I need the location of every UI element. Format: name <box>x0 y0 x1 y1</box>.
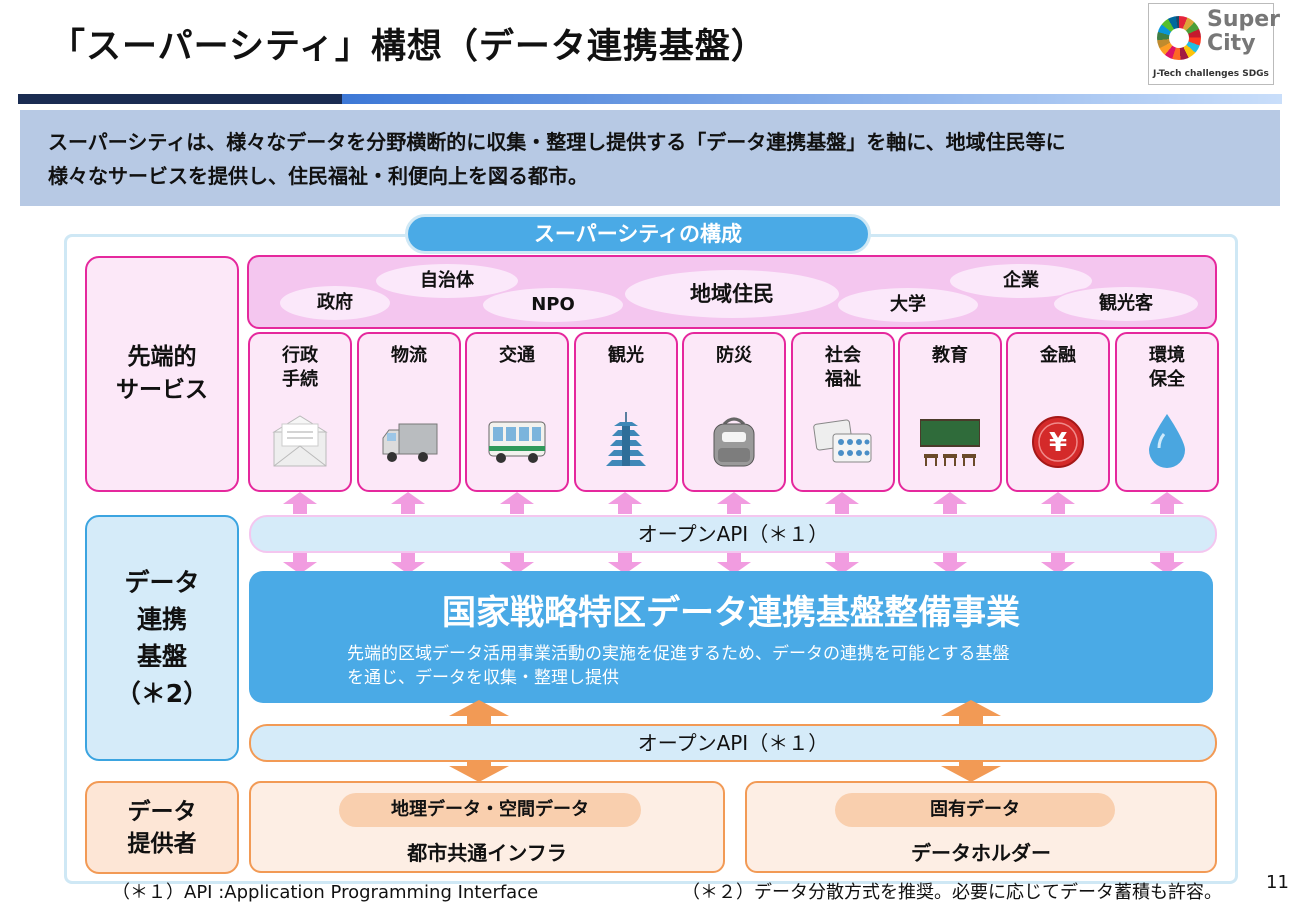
service-disaster-prevention: 防災 <box>682 332 786 492</box>
bus-icon <box>488 421 546 463</box>
actor-university: 大学 <box>836 286 980 324</box>
providers-label-box: データ提供者 <box>85 781 239 874</box>
service-education: 教育 <box>898 332 1002 492</box>
platform-label-box: データ連携基盤 （＊2） <box>85 515 239 761</box>
service-environment: 環境保全 <box>1115 332 1219 492</box>
services-label-line: サービス <box>116 377 208 403</box>
platform-label-line: 基盤 <box>136 642 187 671</box>
service-label: 手続 <box>282 369 318 390</box>
water-drop-icon <box>1149 414 1185 468</box>
svg-text:¥: ¥ <box>1049 428 1067 458</box>
intro-box: スーパーシティは、様々なデータを分野横断的に収集・整理し提供する「データ連携基盤… <box>20 110 1280 206</box>
service-label: 行政 <box>282 345 318 366</box>
page-title: 「スーパーシティ」構想（データ連携基盤） <box>50 27 767 67</box>
providers-label-line: データ <box>127 798 197 825</box>
service-administration: 行政手続 <box>248 332 352 492</box>
actor-tourists: 観光客 <box>1052 285 1200 323</box>
logo-line-1: Super <box>1207 7 1281 32</box>
open-api-bar-top: オープンAPI（＊１） <box>249 515 1217 553</box>
header-rule-gradient <box>342 94 1282 104</box>
intro-line-1: スーパーシティは、様々なデータを分野横断的に収集・整理し提供する「データ連携基盤… <box>48 130 1066 154</box>
footnote-distributed: （＊２）データ分散方式を推奨。必要に応じてデータ蓄積も許容。 <box>682 882 1222 903</box>
services-label-box: 先端的サービス <box>85 256 239 492</box>
composition-label: スーパーシティの構成 <box>405 214 871 254</box>
service-label: 物流 <box>391 345 427 366</box>
providers-label-line: 提供者 <box>127 830 197 857</box>
platform-heading: 国家戦略特区データ連携基盤整備事業 <box>442 593 1020 633</box>
emergency-backpack-icon <box>713 417 755 467</box>
platform-label-line: 連携 <box>136 605 187 634</box>
actor-residents: 地域住民 <box>623 268 841 320</box>
data-platform-box: 国家戦略特区データ連携基盤整備事業 先端的区域データ活用事業活動の実施を促進する… <box>249 571 1213 703</box>
footnote-api: （＊１）API :Application Programming Interfa… <box>112 882 539 903</box>
service-label: 防災 <box>716 345 752 366</box>
service-label: 環境 <box>1149 345 1185 366</box>
medicine-pills-icon <box>813 419 872 463</box>
platform-label-line: （＊2） <box>115 679 209 708</box>
service-welfare: 社会福祉 <box>791 332 895 492</box>
actor-npo: NPO <box>481 286 625 324</box>
platform-description-line-2: を通じ、データを収集・整理し提供 <box>347 668 619 688</box>
platform-label-line: データ <box>124 568 200 597</box>
envelope-icon <box>272 415 328 467</box>
service-label: 金融 <box>1040 345 1076 366</box>
service-transport: 交通 <box>465 332 569 492</box>
service-logistics: 物流 <box>357 332 461 492</box>
service-label: 観光 <box>608 345 644 366</box>
logo-tagline: J-Tech challenges SDGs <box>1153 69 1269 79</box>
truck-icon <box>382 423 438 462</box>
provider-data-pill: 固有データ <box>835 793 1115 827</box>
actor-company: 企業 <box>948 262 1094 300</box>
yen-coin-icon: ¥ <box>1032 416 1084 468</box>
service-finance: 金融 ¥ <box>1006 332 1110 492</box>
provider-name: 都市共通インフラ <box>407 841 567 865</box>
provider-data-holder: 固有データ データホルダー <box>745 781 1217 873</box>
provider-city-infrastructure: 地理データ・空間データ 都市共通インフラ <box>249 781 725 873</box>
sdgs-wheel-icon <box>1157 16 1201 60</box>
page-number: 11 <box>1266 872 1289 893</box>
service-label: 社会 <box>825 345 861 366</box>
service-label: 保全 <box>1149 369 1185 390</box>
service-label: 教育 <box>932 345 968 366</box>
provider-name: データホルダー <box>911 841 1051 865</box>
logo-line-2: City <box>1207 31 1256 56</box>
services-label-line: 先端的 <box>127 344 197 370</box>
header-rule-dark <box>18 94 342 104</box>
pink-arrow-up <box>283 492 1184 514</box>
service-tourism: 観光 <box>574 332 678 492</box>
actor-government: 政府 <box>278 284 392 322</box>
service-label: 福祉 <box>825 369 861 390</box>
pagoda-icon <box>606 412 646 466</box>
intro-line-2: 様々なサービスを提供し、住民福祉・利便向上を図る都市。 <box>48 164 588 188</box>
open-api-bar-bottom: オープンAPI（＊１） <box>249 724 1217 762</box>
provider-data-pill: 地理データ・空間データ <box>339 793 641 827</box>
platform-description-line-1: 先端的区域データ活用事業活動の実施を促進するため、データの連携を可能とする基盤 <box>347 644 1010 664</box>
orange-arrow-up <box>449 700 1001 726</box>
service-label: 交通 <box>499 345 535 366</box>
blackboard-icon <box>920 419 980 466</box>
